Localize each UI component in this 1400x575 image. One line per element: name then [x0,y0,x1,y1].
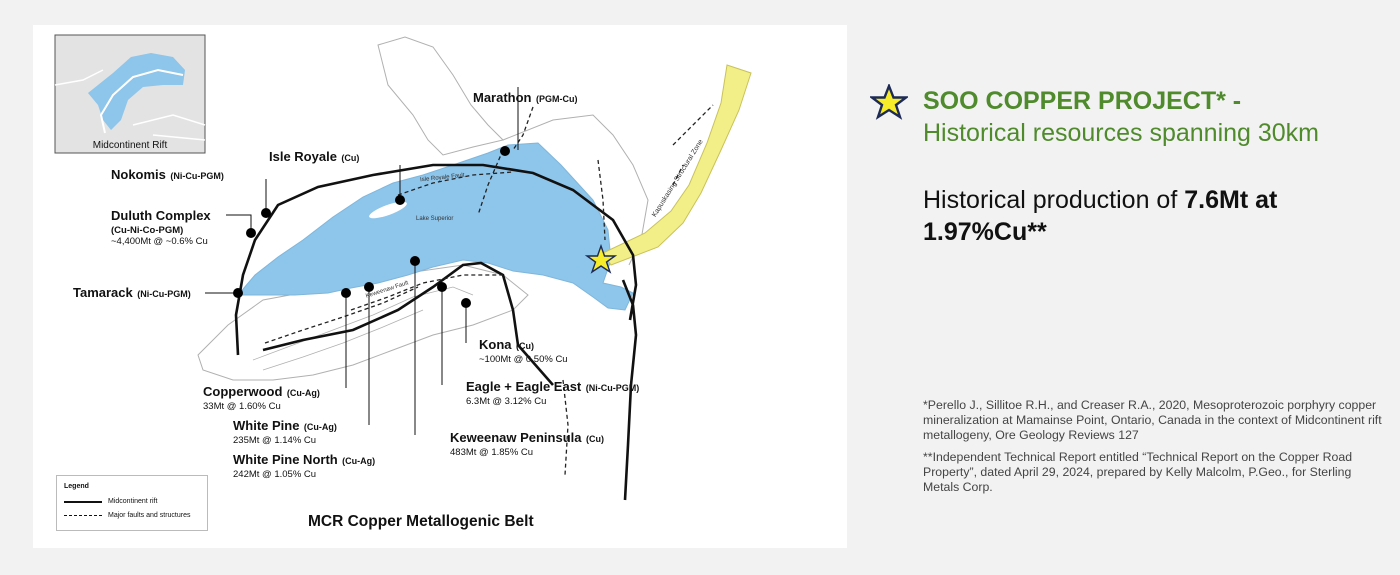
legend-title: Legend [64,483,89,490]
star-icon-project [584,243,618,274]
inset-caption: Midcontinent Rift [92,140,168,151]
dot-icon-marathon [500,146,510,156]
dot-icon-nokomis [261,208,271,218]
map-graphic [54,34,752,501]
deposit-label-copperwood: Copperwood (Cu-Ag) 33Mt @ 1.60% Cu [203,384,320,412]
project-title: SOO COPPER PROJECT* - [923,87,1242,115]
deposit-label-white-pine: White Pine (Cu-Ag) 235Mt @ 1.14% Cu [233,418,337,446]
dot-icon-eagle [437,282,447,292]
map-panel: Midcontinent Rift Lake Superior Isle Roy… [33,25,847,548]
map-title: MCR Copper Metallogenic Belt [308,513,534,530]
dot-icon-isle-royale [395,195,405,205]
inset-map [54,34,206,154]
star-icon [870,84,908,120]
deposit-label-tamarack: Tamarack (Ni-Cu-PGM) [73,285,191,300]
deposit-label-nokomis: Nokomis (Ni-Cu-PGM) [111,167,224,182]
deposit-label-isle-royale: Isle Royale (Cu) [269,149,360,164]
dot-icon-duluth [246,228,256,238]
legend-item-rift: Midcontinent rift [64,498,157,505]
deposit-label-keweenaw: Keweenaw Peninsula (Cu) 483Mt @ 1.85% Cu [450,430,604,458]
deposit-label-duluth: Duluth Complex (Cu-Ni-Co-PGM) ~4,400Mt @… [111,208,211,247]
footnote-2: **Independent Technical Report entitled … [923,450,1353,494]
production-text: Historical production of 7.6Mt at 1.97%C… [923,186,1278,246]
dot-icon-white-pine [364,282,374,292]
map-legend: Legend Midcontinent rift Major faults an… [56,475,208,531]
legend-item-faults: Major faults and structures [64,512,190,519]
lake-label: Lake Superior [416,216,454,222]
dot-icon-tamarack [233,288,243,298]
footnote-1: *Perello J., Sillitoe R.H., and Creaser … [923,398,1382,442]
deposit-label-eagle: Eagle + Eagle East (Ni-Cu-PGM) 6.3Mt @ 3… [466,379,640,407]
dot-icon-kona [461,298,471,308]
dot-icon-keweenaw [410,256,420,266]
deposit-label-marathon: Marathon (PGM-Cu) [473,90,578,105]
lake-superior-shape [236,142,634,311]
project-subtitle: Historical resources spanning 30km [923,119,1320,147]
deposit-label-kona: Kona (Cu) ~100Mt @ 0.50% Cu [479,337,568,365]
dot-icon-copperwood [341,288,351,298]
deposit-label-white-pine-north: White Pine North (Cu-Ag) 242Mt @ 1.05% C… [233,452,376,480]
